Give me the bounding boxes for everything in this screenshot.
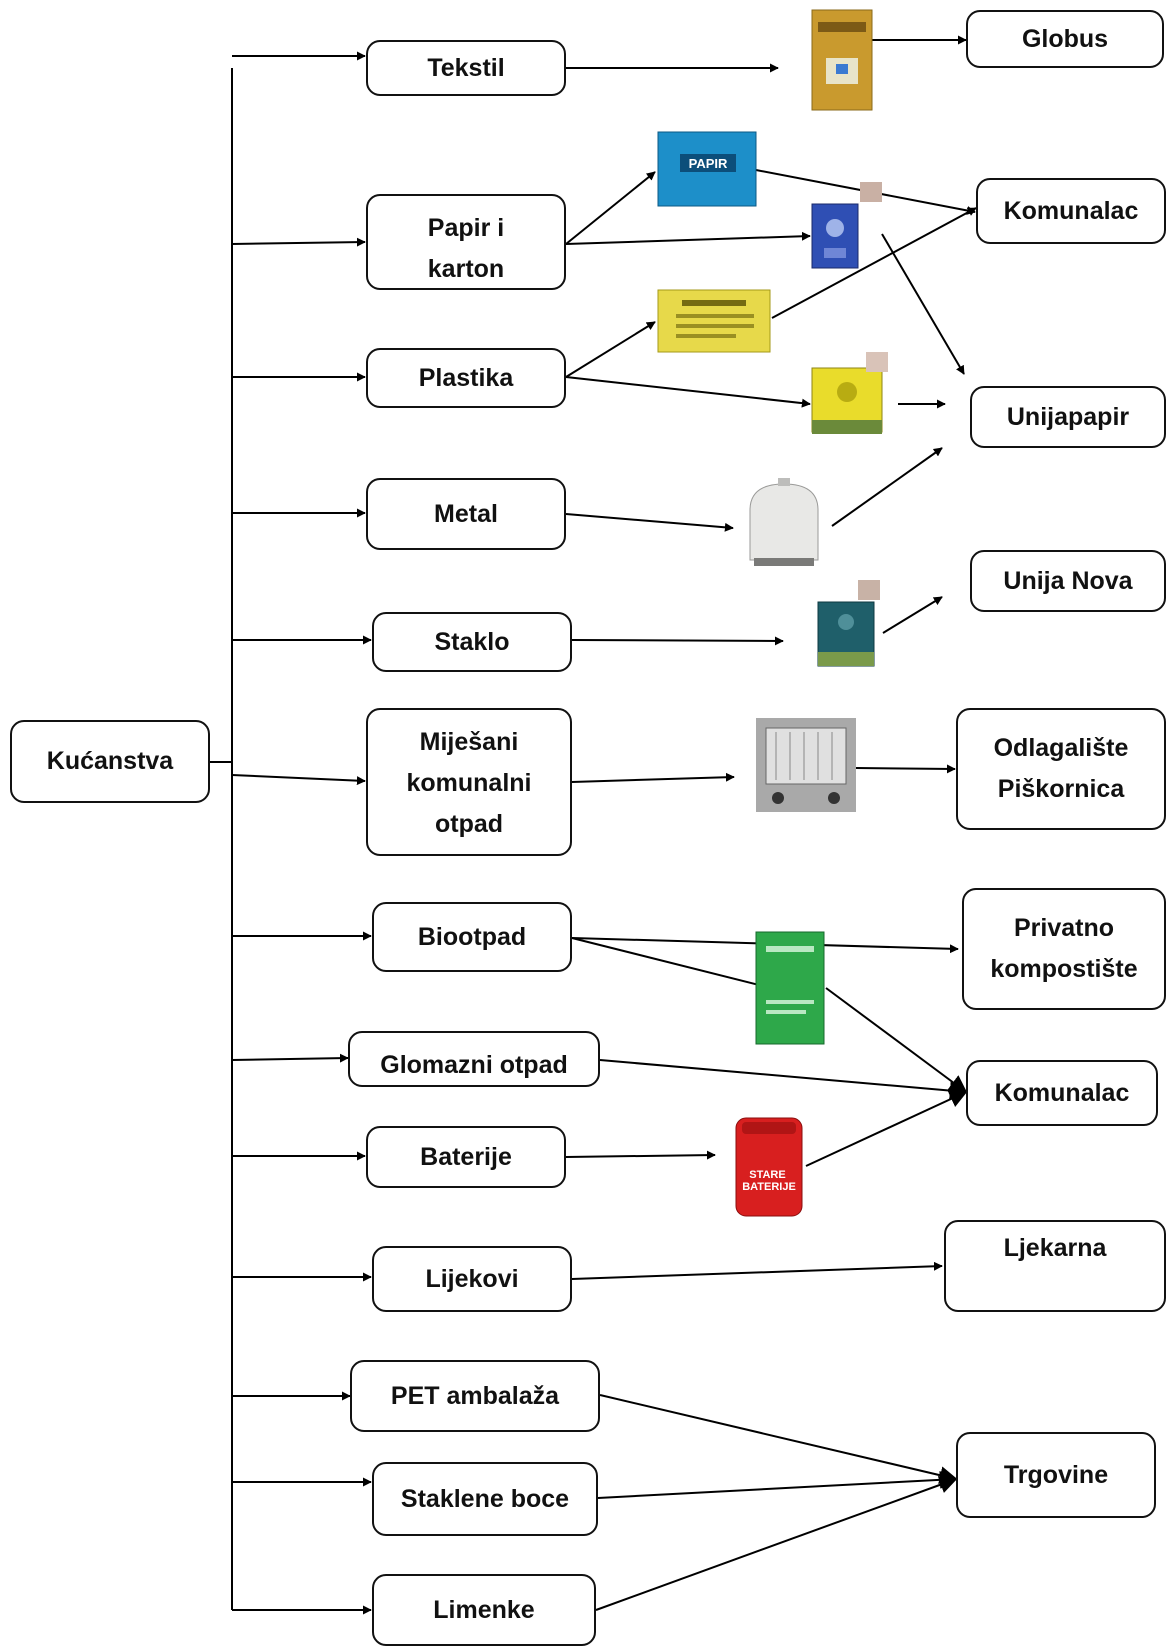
compost-bag-icon	[755, 931, 825, 1045]
node-globus-label: Globus	[1021, 24, 1109, 53]
node-komunalac-top: Komunalac	[976, 178, 1166, 244]
node-unija-nova-label: Unija Nova	[1003, 566, 1133, 595]
node-unijapapir: Unijapapir	[970, 386, 1166, 448]
textile-bin-icon	[811, 9, 873, 111]
battery-bin-icon: STARE BATERIJE	[735, 1117, 803, 1217]
plastic-bag-icon	[657, 289, 771, 353]
node-metal: Metal	[366, 478, 566, 550]
node-trgovine: Trgovine	[956, 1432, 1156, 1518]
node-baterije: Baterije	[366, 1126, 566, 1188]
node-staklene-boce: Staklene boce	[372, 1462, 598, 1536]
node-ljekarna: Ljekarna	[944, 1220, 1166, 1312]
node-mijesani-otpad: Miješani komunalni otpad	[366, 708, 572, 856]
blue-paper-bin-icon	[811, 182, 882, 269]
paper-bag-label: PAPIR	[689, 156, 728, 171]
node-ljekarna-label: Ljekarna	[1003, 1234, 1107, 1262]
node-unijapapir-label: Unijapapir	[1006, 402, 1130, 431]
yellow-plastic-bin-icon	[811, 352, 888, 434]
node-kucanstva: Kućanstva	[10, 720, 210, 803]
node-lijekovi: Lijekovi	[372, 1246, 572, 1312]
branch-arrows	[231, 51, 372, 1615]
svg-text:STARE BATERIJE: STARE BATERIJE	[742, 1169, 796, 1193]
node-komunalac-bottom: Komunalac	[966, 1060, 1158, 1126]
node-odlagaliste-label: Odlagalište Piškornica	[993, 734, 1129, 803]
node-staklene-boce-label: Staklene boce	[400, 1484, 570, 1513]
node-staklo: Staklo	[372, 612, 572, 672]
node-kompostiste: Privatno kompostište	[962, 888, 1166, 1010]
node-kompostiste-label: Privatno kompostište	[990, 914, 1138, 983]
node-glomazni-otpad-label: Glomazni otpad	[380, 1051, 568, 1079]
node-mijesani-otpad-label: Miješani komunalni otpad	[406, 728, 532, 838]
node-plastika: Plastika	[366, 348, 566, 408]
node-biootpad: Biootpad	[372, 902, 572, 972]
mixed-waste-container-icon	[756, 718, 856, 812]
node-trgovine-label: Trgovine	[1003, 1460, 1109, 1489]
node-glomazni-otpad: Glomazni otpad	[348, 1031, 600, 1087]
flow-arrows	[565, 35, 977, 1611]
node-baterije-label: Baterije	[420, 1142, 512, 1171]
node-odlagaliste: Odlagalište Piškornica	[956, 708, 1166, 830]
node-limenke-label: Limenke	[433, 1595, 535, 1624]
node-pet-ambalaza-label: PET ambalaža	[390, 1381, 560, 1410]
node-plastika-label: Plastika	[418, 363, 514, 392]
node-komunalac-bottom-label: Komunalac	[994, 1078, 1130, 1107]
node-globus: Globus	[966, 10, 1164, 68]
node-unija-nova: Unija Nova	[970, 550, 1166, 612]
node-papir-karton: Papir i karton	[366, 194, 566, 290]
node-tekstil-label: Tekstil	[427, 53, 505, 82]
paper-bag-icon: PAPIR	[657, 131, 757, 207]
node-metal-label: Metal	[434, 499, 498, 528]
node-biootpad-label: Biootpad	[417, 922, 527, 951]
node-komunalac-top-label: Komunalac	[1003, 196, 1139, 225]
node-tekstil: Tekstil	[366, 40, 566, 96]
node-staklo-label: Staklo	[434, 627, 510, 656]
metal-container-icon	[749, 478, 819, 566]
trunk-connector	[208, 68, 233, 1610]
node-pet-ambalaza: PET ambalaža	[350, 1360, 600, 1432]
node-papir-karton-label: Papir i karton	[427, 214, 505, 283]
node-kucanstva-label: Kućanstva	[46, 747, 174, 775]
node-limenke: Limenke	[372, 1574, 596, 1646]
node-lijekovi-label: Lijekovi	[425, 1264, 519, 1293]
glass-bin-icon	[817, 580, 880, 667]
